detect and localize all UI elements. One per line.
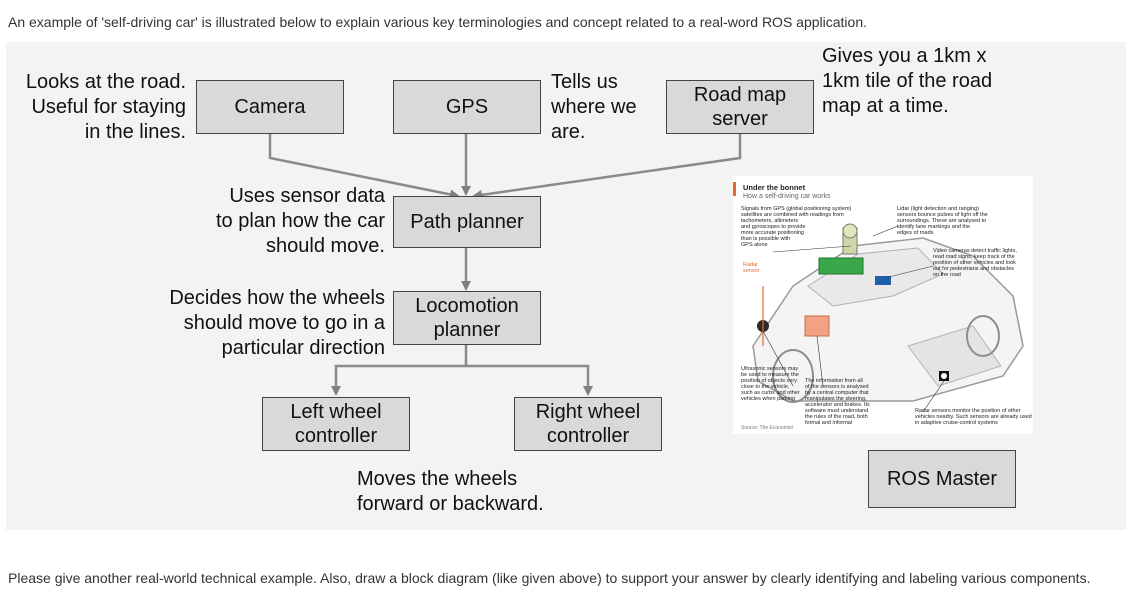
camera-block-label: Camera (234, 96, 306, 118)
caption-line: The information from all (805, 378, 863, 384)
caption-line: identify lane markings and the (897, 224, 971, 230)
video-caption: Video cameras detect traffic lights, rea… (933, 248, 1017, 278)
path-planner-label: Path planner (410, 211, 524, 233)
radar-caption: Radar sensors monitor the position of ot… (915, 408, 1032, 426)
right-wheel-label-2: controller (546, 425, 630, 447)
caption-line: vehicles when parking (741, 396, 796, 402)
illustration-subtitle: How a self-driving car works (743, 193, 831, 200)
intro-text: An example of 'self-driving car' is illu… (8, 14, 867, 30)
path-planner-note-line: to plan how the car (216, 210, 385, 232)
caption-line: read road signs, keep track of the (933, 254, 1015, 260)
caption-line: by a central computer that (805, 390, 869, 396)
caption-line: such as curbs and other (741, 390, 800, 396)
ros-master-block: ROS Master (868, 450, 1016, 508)
caption-line: of the sensors is analysed (805, 384, 869, 390)
locomotion-note-line: Decides how the wheels (169, 287, 385, 309)
caption-line: out for pedestrians and obstacles (933, 266, 1015, 272)
gps-note-line: Tells us (551, 71, 618, 93)
right-wheel-controller-block: Right wheel controller (514, 397, 662, 451)
camera-note: Looks at the road. Useful for staying in… (26, 70, 186, 145)
left-wheel-label-1: Left wheel (290, 401, 382, 423)
caption-line: satellites are combined with readings fr… (741, 212, 844, 218)
wheels-note: Moves the wheels forward or backward. (357, 467, 544, 517)
locomotion-to-right-arrow (466, 364, 593, 396)
path-planner-note: Uses sensor data to plan how the car sho… (216, 184, 385, 259)
road-map-label-1: Road map (693, 84, 787, 106)
caption-line: accelerator and brakes. Its (805, 402, 870, 408)
caption-line: vehicles nearby. Such sensors are alread… (915, 414, 1032, 420)
caption-line: in adaptive cruise-control systems (915, 420, 998, 426)
road-map-note-line: 1km tile of the road (822, 70, 993, 92)
car-drawing (733, 182, 1024, 413)
caption-line: than is possible with (741, 236, 791, 242)
camera-block: Camera (196, 80, 344, 134)
path-planner-note-line: Uses sensor data (229, 185, 385, 207)
lidar-caption: Lidar (light detection and ranging) sens… (897, 206, 988, 236)
wheels-note-line: forward or backward. (357, 493, 544, 515)
caption-line: edges of roads (897, 230, 934, 236)
locomotion-note-line: should move to go in a (183, 312, 385, 334)
camera-note-line: in the lines. (84, 121, 186, 143)
ultrasonic-caption: Ultrasonic sensors may be used to measur… (741, 366, 800, 402)
path-planner-note-line: should move. (266, 235, 385, 257)
wheels-note-line: Moves the wheels (357, 468, 518, 490)
locomotion-note: Decides how the wheels should move to go… (169, 286, 385, 361)
path-planner-block: Path planner (393, 196, 541, 248)
road-map-label-2: server (712, 108, 768, 130)
caption-line: Radar (743, 262, 758, 268)
caption-line: the rules of the road, both (805, 414, 868, 420)
road-map-note: Gives you a 1km x 1km tile of the road m… (822, 44, 992, 119)
camera-note-line: Looks at the road. (25, 71, 186, 93)
road-map-note-line: Gives you a 1km x (822, 45, 987, 67)
caption-line: more accurate positioning (741, 230, 804, 236)
question-text: Please give another real-world technical… (8, 570, 1091, 586)
ros-master-label: ROS Master (886, 468, 998, 490)
caption-line: GPS alone (741, 242, 768, 248)
caption-line: close to the vehicle, (741, 384, 790, 390)
camera-note-line: Useful for staying (31, 96, 186, 118)
caption-line: Signals from GPS (global positioning sys… (741, 206, 852, 212)
gps-block-label: GPS (445, 96, 489, 118)
locomotion-note-line: particular direction (221, 337, 385, 359)
locomotion-label-1: Locomotion (415, 295, 519, 317)
locomotion-planner-block: Locomotion planner (393, 291, 541, 345)
caption-line: sensor (743, 268, 760, 274)
roadmap-to-path-arrow (472, 134, 742, 200)
caption-line: position of other vehicles and look (933, 260, 1016, 266)
caption-line: position of objects very (741, 378, 797, 384)
car-illustration: Under the bonnet How a self-driving car … (733, 176, 1033, 434)
gps-block: GPS (393, 80, 541, 134)
radar-sensor-caption: Radar sensor (743, 262, 760, 274)
caption-line: Video cameras detect traffic lights, (933, 248, 1017, 254)
caption-line: sensors bounce pulses of light off the (897, 212, 988, 218)
caption-line: Lidar (light detection and ranging) (897, 206, 979, 212)
caption-line: software must understand (805, 408, 869, 414)
caption-line: on the road (933, 272, 961, 278)
caption-line: Ultrasonic sensors may (741, 366, 799, 372)
right-wheel-label-1: Right wheel (535, 401, 641, 423)
left-wheel-label-2: controller (294, 425, 378, 447)
road-map-server-block: Road map server (666, 80, 814, 134)
left-wheel-controller-block: Left wheel controller (262, 397, 410, 451)
computer-caption: The information from all of the sensors … (805, 378, 870, 426)
locomotion-to-left-arrow (331, 344, 468, 396)
caption-line: formal and informal (805, 420, 853, 426)
gps-note-line: where we (551, 96, 637, 118)
caption-line: and gyroscopes to provide (741, 224, 806, 230)
gps-note-line: are. (551, 121, 586, 143)
source-caption: Source: The Economist (741, 425, 793, 431)
caption-line: tachometers, altimeters (741, 218, 799, 224)
caption-line: be used to measure the (741, 372, 799, 378)
camera-to-path-arrow (268, 132, 460, 200)
caption-line: manipulates the steering, (805, 396, 867, 402)
gps-note: Tells us where we are. (551, 70, 637, 145)
gps-caption: Signals from GPS (global positioning sys… (741, 206, 851, 248)
road-map-note-line: map at a time. (822, 95, 949, 117)
illustration-title: Under the bonnet (743, 183, 806, 192)
caption-line: surroundings. These are analysed to (897, 218, 987, 224)
locomotion-label-2: planner (433, 319, 501, 341)
caption-line: Radar sensors monitor the position of ot… (915, 408, 1021, 414)
